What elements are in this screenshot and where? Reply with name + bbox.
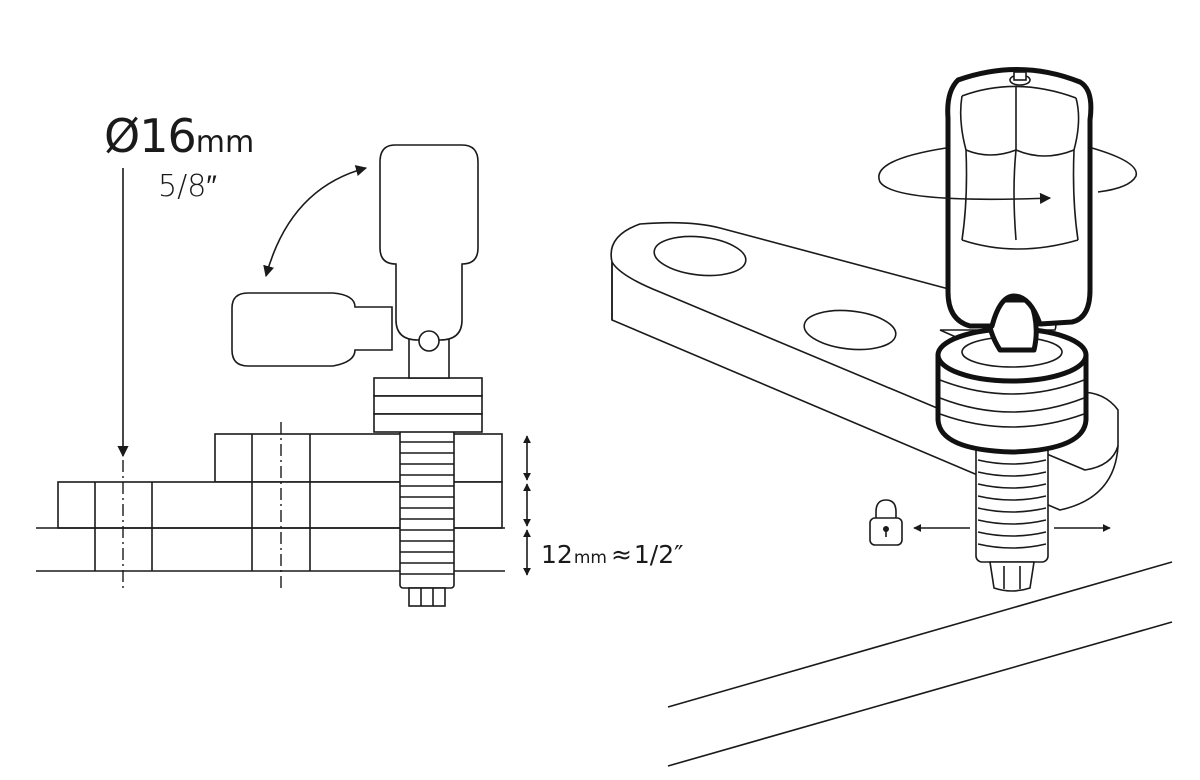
mounting-plates [36,422,505,592]
padlock-icon [869,499,903,546]
perspective-bolt [975,429,1049,592]
bolt-thread [400,441,454,575]
perspective-view [610,67,1173,767]
side-view: Ø16mm 5/8″ 12mm≈1/2″ [36,109,683,607]
quick-release-bolt [231,144,483,607]
rotation-arrow-icon [878,147,1137,204]
perspective-knob [945,67,1094,353]
diameter-label: Ø16mm [104,109,254,163]
diameter-imperial-label: 5/8″ [158,169,217,204]
thickness-label: 12mm≈1/2″ [541,540,683,569]
surface-line-top [667,561,1173,708]
thickness-dimension: 12mm≈1/2″ [523,435,683,576]
fold-arrow-icon [263,165,368,278]
surface-line-bottom [667,621,1173,767]
perspective-washers [935,326,1089,455]
